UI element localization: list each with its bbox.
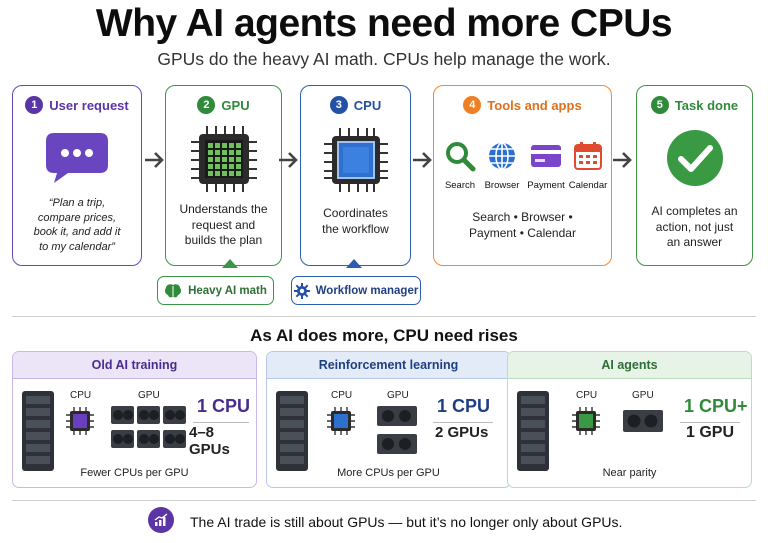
- cpu-chip-icon: [327, 407, 355, 435]
- cpu-label: CPU: [70, 390, 92, 401]
- card-old-ai-training: Old AI training CPU GPU 1 CPU 4–8 GPUs F…: [12, 351, 257, 488]
- card-reinforcement-learning: Reinforcement learning CPU GPU 1 CPU 2 G…: [266, 351, 511, 488]
- divider: [193, 422, 249, 423]
- step-number: 4: [463, 96, 482, 114]
- step-number: 2: [197, 96, 216, 114]
- badge-heavy-ai-math: Heavy AI math: [157, 276, 274, 305]
- cpu-count: 1 CPU: [437, 396, 491, 416]
- gpu-card-icon: [111, 406, 186, 448]
- page-subtitle: GPUs do the heavy AI math. CPUs help man…: [157, 49, 611, 69]
- step-title: Tools and apps: [487, 97, 582, 113]
- gpu-chip-icon: [166, 122, 281, 196]
- tool-calendar: Calendar: [568, 140, 608, 191]
- card-footer: Near parity: [602, 467, 657, 479]
- arrow-right-icon: [145, 152, 164, 168]
- page-title: Why AI agents need more CPUs: [95, 2, 673, 45]
- brain-icon: [165, 283, 182, 297]
- cpu-count: 1 CPU+: [684, 396, 748, 416]
- tool-label: Calendar: [568, 180, 608, 191]
- section-title: As AI does more, CPU need rises: [250, 326, 518, 345]
- tool-payment: Payment: [526, 140, 566, 191]
- divider: [12, 500, 756, 501]
- trend-chart-icon: [148, 507, 174, 533]
- cpu-chip-icon: [572, 407, 600, 435]
- tool-label: Search: [444, 180, 476, 191]
- cpu-chip-icon: [301, 124, 410, 196]
- badge-label: Workflow manager: [315, 284, 419, 297]
- gpu-card-grid: [111, 406, 187, 455]
- step-number: 5: [650, 96, 669, 114]
- arrow-right-icon: [279, 152, 298, 168]
- step-title: GPU: [221, 97, 250, 113]
- card-footer: Fewer CPUs per GPU: [80, 467, 189, 479]
- arrow-right-icon: [413, 152, 432, 168]
- gpu-count: 4–8 GPUs: [189, 424, 230, 458]
- step-description: AI completes an action, not just an answ…: [651, 204, 738, 249]
- credit-card-icon: [531, 145, 561, 167]
- step-cpu: 3 CPU Coordinates the workflow: [300, 85, 411, 266]
- step-tools-and-apps: 4 Tools and apps Search Browser Payment …: [433, 85, 612, 266]
- step-description: Coordinates the workflow: [322, 206, 389, 236]
- gpu-label: GPU: [138, 390, 160, 401]
- step-title: User request: [49, 97, 129, 113]
- server-rack-icon: [22, 391, 54, 471]
- tool-label: Browser: [484, 180, 520, 191]
- cpu-label: CPU: [576, 390, 598, 401]
- step-gpu: 2 GPU Understands the request and builds…: [165, 85, 282, 266]
- card-ai-agents: AI agents CPU GPU 1 CPU+ 1 GPU Near pari…: [507, 351, 752, 488]
- gpu-count: 2 GPUs: [435, 424, 489, 441]
- server-rack-icon: [517, 391, 549, 471]
- gpu-label: GPU: [632, 390, 654, 401]
- card-title: Reinforcement learning: [267, 352, 510, 379]
- footer-text: The AI trade is still about GPUs — but i…: [190, 514, 623, 530]
- globe-icon: [489, 142, 515, 170]
- gpu-card-icon: [377, 406, 417, 454]
- tool-browser: Browser: [482, 140, 522, 191]
- calendar-icon: [574, 142, 602, 170]
- checkmark-icon: [637, 128, 752, 188]
- gpu-count: 1 GPU: [686, 424, 735, 441]
- step-number: 3: [329, 96, 348, 114]
- tool-label: Payment: [527, 180, 565, 191]
- step-description: “Plan a trip, compare prices, book it, a…: [33, 197, 121, 253]
- server-rack-icon: [276, 391, 308, 471]
- divider: [12, 316, 756, 317]
- divider: [433, 422, 493, 423]
- step-title: CPU: [353, 97, 382, 113]
- tool-search: Search: [442, 140, 478, 191]
- card-title: AI agents: [508, 352, 751, 379]
- step-user-request: 1 User request “Plan a trip, compare pri…: [12, 85, 142, 266]
- badge-connector: [346, 259, 362, 268]
- card-title: Old AI training: [13, 352, 256, 379]
- cpu-chip-icon: [66, 407, 94, 435]
- divider: [680, 422, 740, 423]
- step-description: Understands the request and builds the p…: [179, 202, 268, 247]
- cpu-label: CPU: [331, 390, 353, 401]
- chat-bubble-icon: [13, 131, 141, 185]
- step-title: Task done: [674, 97, 739, 113]
- magnifier-icon: [446, 142, 476, 172]
- step-task-done: 5 Task done AI completes an action, not …: [636, 85, 753, 266]
- gpu-card-icon: [623, 410, 663, 432]
- card-footer: More CPUs per GPU: [337, 467, 440, 479]
- arrow-right-icon: [613, 152, 632, 168]
- step-description: Search • Browser • Payment • Calendar: [469, 210, 576, 240]
- badge-connector: [222, 259, 238, 268]
- cpu-count: 1 CPU: [197, 396, 251, 416]
- badge-label: Heavy AI math: [188, 284, 267, 297]
- badge-workflow-manager: Workflow manager: [291, 276, 421, 305]
- gpu-label: GPU: [387, 390, 409, 401]
- gear-icon: [293, 282, 310, 299]
- step-number: 1: [25, 96, 44, 114]
